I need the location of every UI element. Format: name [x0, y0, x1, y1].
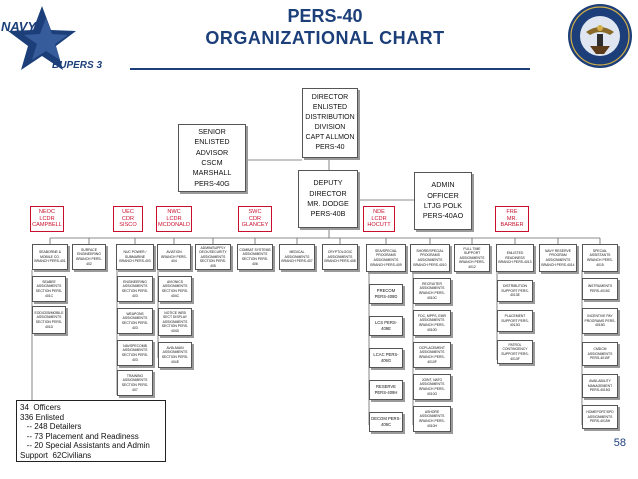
branch-box: MEDICAL ASSIGNMENTS BRANCH PERS-407 — [279, 244, 315, 270]
section-box: OCPLACEMENT ASSIGNMENTS BRANCH PERS-4010… — [413, 342, 451, 368]
branch-box: COMBAT SYSTEMS ASSIGNMENTS SECTION PERS-… — [237, 244, 273, 270]
branch-box: SPECIAL ASSISTANTS BRANCH PERS-4015 — [582, 244, 618, 272]
section-box: PLACEMENT SUPPORT PERS-4013G — [497, 310, 533, 332]
section-box: ASHORE ASSIGNMENTS BRANCH PERS-4010H — [413, 406, 451, 432]
page-number: 58 — [613, 437, 626, 449]
bupers-logo-text: BUPERS 3 — [52, 60, 102, 71]
director-box: DIRECTOR ENLISTED DISTRIBUTION DIVISION … — [302, 88, 358, 158]
branch-box: SEABORNE & MOBILE CO. BRANCH PERS-401 — [32, 244, 68, 270]
summary-line: -- 248 Detailers — [20, 422, 82, 432]
title-underline — [130, 68, 530, 70]
branch-box: NUC POWER / SUBMARINE BRANCH PERS-403 — [116, 244, 154, 270]
branch-box: SEA/SPECIAL PROGRAMS ASSIGNMENTS BRANCH … — [366, 244, 406, 272]
navy-bupers-logo: NAVY BUPERS 3 — [1, 6, 102, 71]
branch-box: ENLISTED READINESS BRANCH PERS-4013 — [496, 244, 534, 272]
section-box: TRAINING ASSIGNMENTS SECTION PERS-407 — [117, 370, 153, 396]
branch-box: NAVY RESERVE PROGRAM ASSIGNMENTS BRANCH … — [539, 244, 577, 272]
section-box: ENGINEERING ASSIGNMENTS SECTION PERS-403 — [117, 276, 153, 302]
branch-box: SHORE/SPECIAL PROGRAMS ASSIGNMENTS BRANC… — [410, 244, 450, 272]
section-box: FDC, MPPS, EMR ASSIGNMENTS BRANCH PERS-4… — [413, 310, 451, 336]
branch-box: AVIATION BRANCH PERS-404 — [157, 244, 191, 270]
section-box: INSTRUMENTS PERS-4015C — [582, 278, 618, 300]
section-box: SEABEE ASSIGNMENTS SECTION PERS-401C — [32, 276, 66, 302]
tag-swc: SWC CDR GLANCEY — [238, 206, 272, 232]
branch-box: FULL TIME SUPPORT ASSIGNMENTS BRANCH PER… — [454, 244, 490, 272]
section-box: DISTRIBUTION SUPPORT PERS-4013E — [497, 280, 533, 302]
navy-logo-text: NAVY — [1, 19, 37, 34]
branch-box: CRYPTOLOGIC ASSIGNMENTS BRANCH PERS-408 — [322, 244, 358, 270]
section-box: RECRUITER ASSIGNMENTS BRANCH PERS-4010C — [413, 278, 451, 304]
section-box: LCS PERS-409E — [369, 316, 403, 336]
section-box: CMDCM ASSIGNMENTS PERS-4015F — [582, 342, 618, 366]
section-box: INCENTIVE PAY PROGRAMS PERS-4015D — [582, 308, 618, 334]
section-box: WEAPONS ASSIGNMENTS SECTION PERS-403 — [117, 308, 153, 334]
page-subtitle: ORGANIZATIONAL CHART — [205, 28, 445, 48]
page-title: PERS-40 — [287, 6, 363, 26]
tag-nwc: NWC LCDR MCDONALD — [156, 206, 192, 232]
section-box: AVAILABILITY MANAGEMENT PERS-4015G — [582, 374, 618, 398]
section-box: AVIA-MAIN ASSIGNMENTS SECTION PERS-404E — [158, 342, 192, 368]
deputy-director-box: DEPUTY DIRECTOR MR. DODGE PERS-40B — [298, 170, 358, 228]
admin-officer-box: ADMIN OFFICER LTJG POLK PERS-40AO — [414, 172, 472, 230]
tag-neoc: NEOC LCDR CAMPBELL — [30, 206, 64, 232]
section-box: JOINT, NATO ASSIGNMENTS BRANCH PERS-4010… — [413, 374, 451, 400]
section-box: EOD/CEB/MOBILE ASSIGNMENTS SECTION PERS-… — [32, 306, 66, 334]
tag-fre: FRE MR. BARBER — [495, 206, 529, 232]
section-box: NOTICE WEB SECT DISPLAY ASSIGNMENTS SECT… — [158, 308, 192, 336]
tag-nde: NDE LCDR HOCUTT — [363, 206, 395, 232]
star-shadow-icon — [24, 18, 68, 60]
navy-seal-logo — [568, 4, 632, 68]
summary-line: Support 62Civilians — [20, 450, 92, 460]
branch-box: SURFACE ENGINEERING BRANCH PERS-402 — [72, 244, 106, 270]
personnel-summary: 34 Officers 336 Enlisted -- 248 Detailer… — [16, 400, 166, 462]
senior-advisor-box: SENIOR ENLISTED ADVISOR CSCM MARSHALL PE… — [178, 124, 246, 192]
section-box: PATROL CONTINGENCY SUPPORT PERS-4013F — [497, 340, 533, 364]
section-box: NAVSPECOMB ASSIGNMENTS SECTION PERS-403 — [117, 340, 153, 366]
section-box: DECOM PERS-409C — [369, 412, 403, 432]
section-box: LCAC PERS-409G — [369, 348, 403, 368]
tag-uec: UEC CDR SISCO — [113, 206, 143, 232]
branch-box: ADMIN/SUPPLY DECK/SECURITY ASSIGNMENTS S… — [195, 244, 231, 270]
summary-line: 336 Enlisted — [20, 412, 65, 422]
summary-line: -- 20 Special Assistants and Admin — [20, 441, 150, 451]
summary-line: 34 Officers — [20, 403, 61, 412]
section-box: RESERVE PERS-409H — [369, 380, 403, 400]
section-box: AVIONICS ASSIGNMENTS SECTION PERS-404C — [158, 276, 192, 302]
summary-line: -- 73 Placement and Readiness — [20, 431, 139, 441]
section-box: HOMEPORT/SPD ASSIGNMENTS PERS-4015H — [582, 405, 618, 429]
section-box: PRECOM PERS-409D — [369, 284, 403, 304]
